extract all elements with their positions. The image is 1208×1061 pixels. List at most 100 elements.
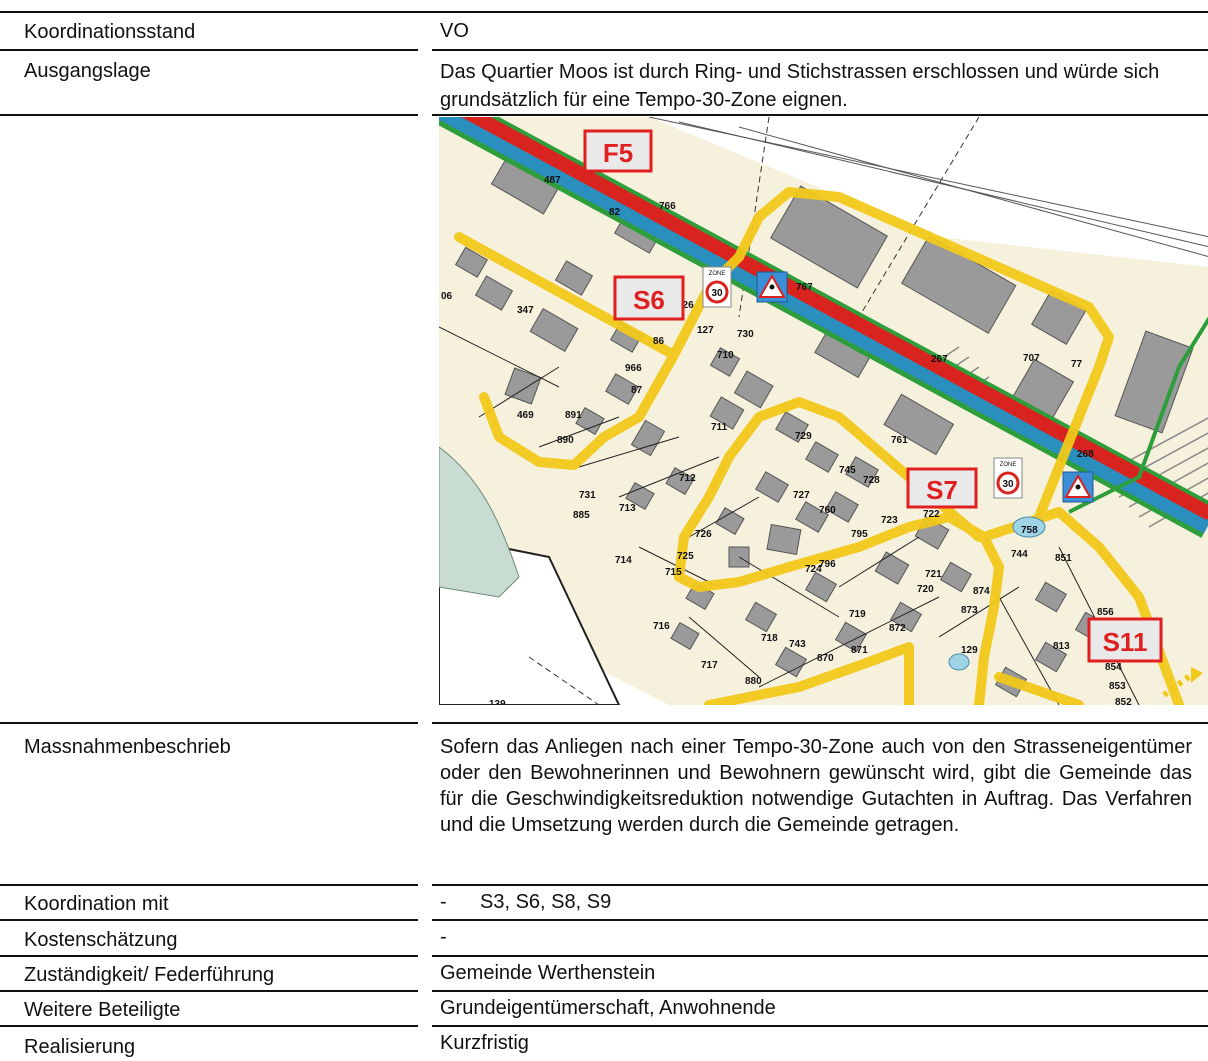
parcel-number: 723 — [881, 515, 898, 526]
parcel-number: 717 — [701, 660, 718, 671]
value-koordinationsstand: VO — [440, 20, 469, 42]
zone-sign-2-number: 30 — [1002, 479, 1014, 490]
label-weitere-beteiligte: Weitere Beteiligte — [24, 999, 181, 1021]
rule-kosten — [0, 919, 418, 921]
parcel-numbers: 4878276606347346126127730767867102677077… — [441, 175, 1132, 705]
parcel-number: 487 — [544, 175, 561, 186]
parcel-number: 744 — [1011, 549, 1028, 560]
zone-30-sign-1: ZONE 30 — [702, 266, 732, 308]
parcel-number: 767 — [796, 282, 813, 293]
rule-ausgangslage-right — [432, 49, 1208, 51]
label-s7-text: S7 — [926, 475, 958, 505]
parcel-number: 854 — [1105, 662, 1122, 673]
parcel-number: 766 — [659, 201, 676, 212]
parcel-number: 760 — [819, 505, 836, 516]
rule-realisierung-right — [432, 1025, 1208, 1027]
label-f5: F5 — [583, 129, 653, 173]
parcel-number: 718 — [761, 633, 778, 644]
label-massnahmenbeschrieb: Massnahmenbeschrieb — [24, 736, 231, 758]
label-ausgangslage: Ausgangslage — [24, 60, 151, 82]
parcel-number: 347 — [517, 305, 534, 316]
parcel-number: 720 — [917, 584, 934, 595]
parcel-number: 856 — [1097, 607, 1114, 618]
parcel-number: 851 — [1055, 553, 1072, 564]
label-koordination-mit: Koordination mit — [24, 893, 169, 915]
parcel-number: 721 — [925, 569, 942, 580]
value-realisierung: Kurzfristig — [440, 1032, 529, 1054]
value-massnahmenbeschrieb: Sofern das Anliegen nach einer Tempo-30-… — [440, 736, 1192, 836]
parcel-number: 891 — [565, 410, 582, 421]
label-s6-text: S6 — [633, 285, 665, 315]
parcel-number: 743 — [789, 639, 806, 650]
parcel-number: 966 — [625, 363, 642, 374]
label-s11-text: S11 — [1103, 627, 1148, 657]
label-s7: S7 — [906, 467, 978, 509]
rule-map — [0, 114, 418, 116]
zone-sign-1-top: ZONE — [709, 271, 726, 277]
parcel-number: 728 — [863, 475, 880, 486]
rule-massnahmen-right — [432, 722, 1208, 724]
rule-realisierung — [0, 1025, 418, 1027]
parcel-number: 267 — [931, 354, 948, 365]
pedestrian-crossing-icon — [756, 271, 788, 303]
parcel-number: 873 — [961, 605, 978, 616]
parcel-number: 724 — [805, 564, 822, 575]
rule-ausgangslage — [0, 49, 418, 51]
parcel-number: 719 — [849, 609, 866, 620]
parcel-number: 795 — [851, 529, 868, 540]
parcel-number: 796 — [819, 559, 836, 570]
parcel-number: 715 — [665, 567, 682, 578]
parcel-number: 716 — [653, 621, 670, 632]
parcel-number: 874 — [973, 586, 990, 597]
parcel-number: 853 — [1109, 681, 1126, 692]
parcel-number: 129 — [961, 645, 978, 656]
pedestrian-crossing-icon — [1062, 471, 1094, 503]
zone-30-sign-2: ZONE 30 — [993, 457, 1023, 499]
parcel-number: 761 — [891, 435, 908, 446]
parcel-number: 86 — [653, 336, 665, 347]
parcel-number: 726 — [695, 529, 712, 540]
parcel-number: 880 — [745, 676, 762, 687]
parcel-number: 712 — [679, 473, 696, 484]
label-s11: S11 — [1087, 617, 1163, 663]
label-kostenschaetzung: Kostenschätzung — [24, 929, 178, 951]
value-ausgangslage: Das Quartier Moos ist durch Ring- und St… — [440, 61, 1160, 111]
parcel-number: 713 — [619, 503, 636, 514]
rule-massnahmen — [0, 722, 418, 724]
rule-koordination-mit — [0, 884, 418, 886]
parcel-number: 714 — [615, 555, 632, 566]
parcel-number: 722 — [923, 509, 940, 520]
parcel-number: 87 — [631, 385, 643, 396]
rule-koordination-mit-right — [432, 884, 1208, 886]
label-realisierung: Realisierung — [24, 1036, 136, 1058]
rule-zustaendigkeit — [0, 955, 418, 957]
zone-sign-2-top: ZONE — [1000, 462, 1017, 468]
parcel-number: 870 — [817, 653, 834, 664]
parcel-number: 126 — [677, 300, 694, 311]
parcel-number: 745 — [839, 465, 856, 476]
parcel-number: 872 — [889, 623, 906, 634]
parcel-number: 758 — [1021, 525, 1038, 536]
parcel-number: 127 — [697, 325, 714, 336]
value-koordination-mit-text: S3, S6, S8, S9 — [480, 891, 612, 913]
parcel-number: 890 — [557, 435, 574, 446]
parcel-number: 710 — [717, 350, 734, 361]
parcel-number: 82 — [609, 207, 621, 218]
parcel-number: 727 — [793, 490, 810, 501]
rule-map-right — [432, 114, 1208, 116]
label-zustaendigkeit: Zuständigkeit/ Federführung — [24, 964, 275, 986]
value-kostenschaetzung: - — [440, 926, 447, 948]
parcel-number: 06 — [441, 291, 453, 302]
parcel-number: 871 — [851, 645, 868, 656]
parcel-number: 731 — [579, 490, 596, 501]
rule-beteiligte — [0, 990, 418, 992]
zone-sign-1-number: 30 — [711, 288, 723, 299]
parcel-number: 707 — [1023, 353, 1040, 364]
parcel-number: 711 — [711, 422, 728, 433]
parcel-number: 813 — [1053, 641, 1070, 652]
parcel-number: 730 — [737, 329, 754, 340]
label-s6: S6 — [613, 275, 685, 321]
label-koordinationsstand: Koordinationsstand — [24, 21, 196, 43]
top-rule — [0, 11, 1208, 13]
parcel-number: 77 — [1071, 359, 1083, 370]
